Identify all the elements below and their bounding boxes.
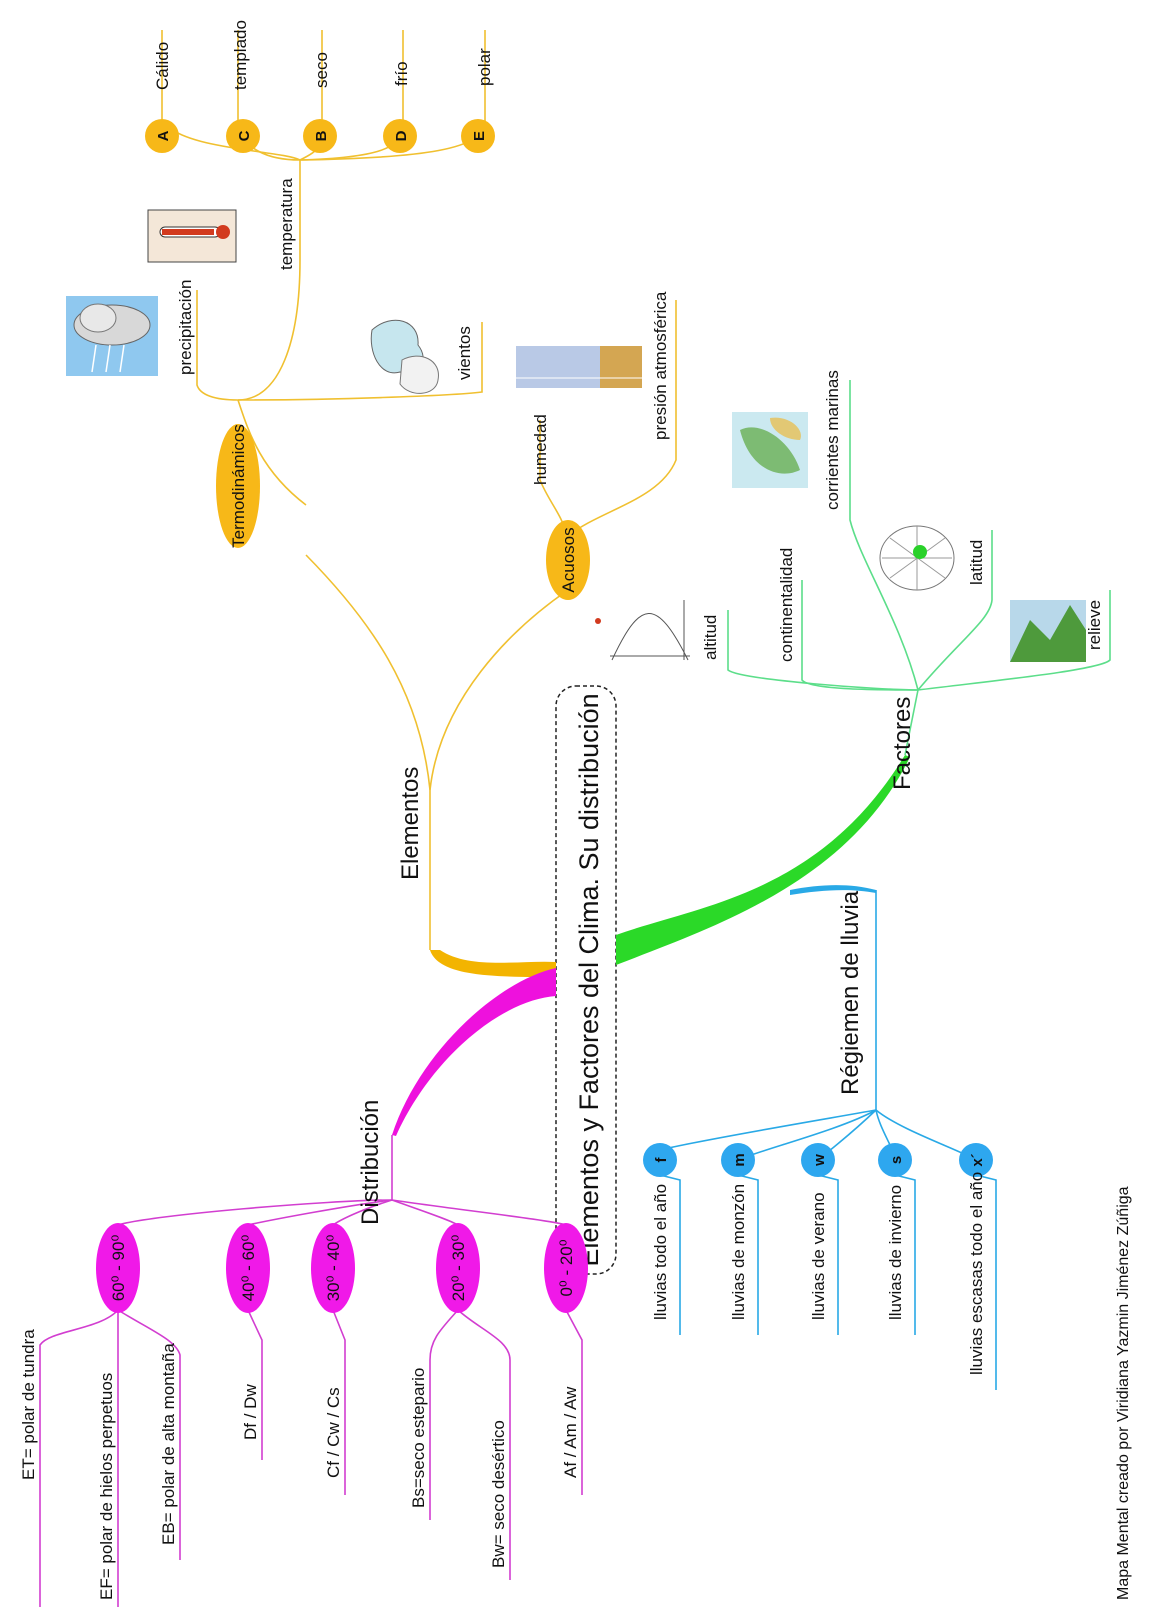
- svg-text:m: m: [731, 1153, 748, 1166]
- svg-text:0⁰ - 20⁰: 0⁰ - 20⁰: [557, 1239, 576, 1296]
- temp-label-a: Cálido: [153, 42, 172, 90]
- factor-latitud: latitud: [967, 540, 986, 585]
- temperatura-label: temperatura: [277, 178, 296, 270]
- svg-text:x´: x´: [969, 1153, 986, 1166]
- dist-df-dw: Df / Dw: [241, 1384, 260, 1440]
- regimen-trunk-start: [790, 885, 876, 895]
- temp-group-e: E polar: [461, 48, 495, 153]
- svg-text:A: A: [155, 130, 172, 141]
- latitude-group-40-60: 40⁰ - 60⁰ Df / Dw: [226, 1223, 270, 1440]
- dist-eb: EB= polar de alta montaña: [159, 1343, 178, 1545]
- temp-group-d: D frío: [383, 61, 417, 153]
- presion-label: presión atmosférica: [651, 291, 670, 440]
- factor-continentalidad: continentalidad: [777, 548, 796, 662]
- author-credit: Mapa Mental creado por Viridiana Yazmin …: [1115, 1186, 1132, 1600]
- svg-text:C: C: [236, 130, 253, 141]
- cloud-rain-icon: [66, 296, 158, 376]
- central-topic: Elementos y Factores del Clima. Su distr…: [555, 685, 617, 1275]
- svg-text:30⁰ - 40⁰: 30⁰ - 40⁰: [324, 1235, 343, 1302]
- regimen-item-w: w lluvias de verano: [801, 1143, 835, 1320]
- central-topic-title: Elementos y Factores del Clima. Su distr…: [574, 693, 604, 1266]
- wind-map-icon: [370, 319, 439, 394]
- regimen-item-f: f lluvias todo el año: [643, 1143, 677, 1320]
- svg-text:f: f: [653, 1157, 670, 1163]
- svg-text:20⁰ - 30⁰: 20⁰ - 30⁰: [449, 1235, 468, 1302]
- distribucion-branch: [39, 1135, 583, 1607]
- temp-label-c: templado: [231, 20, 250, 90]
- relief-icon: [1010, 600, 1086, 662]
- dist-ef: EF= polar de hielos perpetuos: [97, 1373, 116, 1600]
- regimen-item-m: m lluvias de monzón: [721, 1143, 755, 1320]
- latitude-group-30-40: 30⁰ - 40⁰ Cf / Cw / Cs: [311, 1223, 355, 1478]
- factores-branch: [727, 380, 1111, 756]
- regimen-label-x: lluvias escasas todo el año: [967, 1172, 986, 1375]
- latitude-group-20-30: 20⁰ - 30⁰ Bs=seco estepario Bw= seco des…: [409, 1223, 508, 1568]
- dist-bs: Bs=seco estepario: [409, 1368, 428, 1508]
- acuosos-label: Acuosos: [559, 527, 578, 592]
- dist-et: ET= polar de tundra: [19, 1329, 38, 1480]
- factor-altitud: altitud: [701, 615, 720, 660]
- globe-icon: [879, 525, 955, 591]
- termodinamicos-label: Termodinámicos: [229, 424, 248, 548]
- temp-group-a: A Cálido: [145, 42, 179, 153]
- svg-text:60⁰ - 90⁰: 60⁰ - 90⁰: [109, 1235, 128, 1302]
- regimen-label-f: lluvias todo el año: [651, 1184, 670, 1320]
- dist-cf-cw-cs: Cf / Cw / Cs: [324, 1387, 343, 1478]
- regimen-item-x: x´ lluvias escasas todo el año: [959, 1143, 993, 1375]
- world-map-icon: [732, 412, 808, 488]
- distribucion-label: Distribución: [357, 1100, 384, 1225]
- regimen-branch: [659, 890, 997, 1390]
- acuosos-node: Acuosos: [546, 520, 590, 600]
- humedad-label: humedad: [531, 414, 550, 485]
- regimen-label-w: lluvias de verano: [809, 1192, 828, 1320]
- svg-text:D: D: [393, 130, 410, 141]
- dist-af-am-aw: Af / Am / Aw: [561, 1386, 580, 1478]
- svg-text:40⁰ - 60⁰: 40⁰ - 60⁰: [239, 1235, 258, 1302]
- svg-text:s: s: [888, 1156, 905, 1164]
- regimen-label-m: lluvias de monzón: [729, 1184, 748, 1320]
- temp-group-b: B seco: [303, 52, 337, 153]
- temp-label-b: seco: [312, 52, 331, 88]
- svg-text:E: E: [471, 131, 488, 141]
- factores-trunk: [616, 755, 910, 965]
- regimen-item-s: s lluvias de invierno: [878, 1143, 912, 1320]
- factor-corrientes-marinas: corrientes marinas: [823, 370, 842, 510]
- thermometer-icon: [147, 209, 237, 263]
- distribucion-trunk: [392, 968, 556, 1136]
- pressure-icon: [516, 346, 642, 388]
- precipitacion-label: precipitación: [176, 280, 195, 375]
- factores-label: Factores: [889, 697, 916, 790]
- termodinamicos-node: Termodinámicos: [216, 424, 260, 548]
- latitude-group-60-90: 60⁰ - 90⁰ ET= polar de tundra EF= polar …: [19, 1223, 178, 1600]
- temp-group-c: C templado: [226, 20, 260, 153]
- factor-relieve: relieve: [1085, 600, 1104, 650]
- latitude-group-0-20: 0⁰ - 20⁰ Af / Am / Aw: [544, 1223, 588, 1478]
- vientos-label: vientos: [455, 326, 474, 380]
- svg-text:B: B: [313, 130, 330, 141]
- elementos-trunk: [430, 950, 556, 978]
- dist-bw: Bw= seco desértico: [489, 1420, 508, 1568]
- altitude-graph-icon: [595, 600, 690, 661]
- elementos-label: Elementos: [397, 767, 424, 880]
- temp-label-e: polar: [475, 48, 494, 86]
- regimen-label-s: lluvias de invierno: [886, 1185, 905, 1320]
- regimen-label: Régiemen de lluvia: [837, 890, 864, 1095]
- temp-label-d: frío: [392, 61, 411, 86]
- svg-text:w: w: [811, 1154, 828, 1167]
